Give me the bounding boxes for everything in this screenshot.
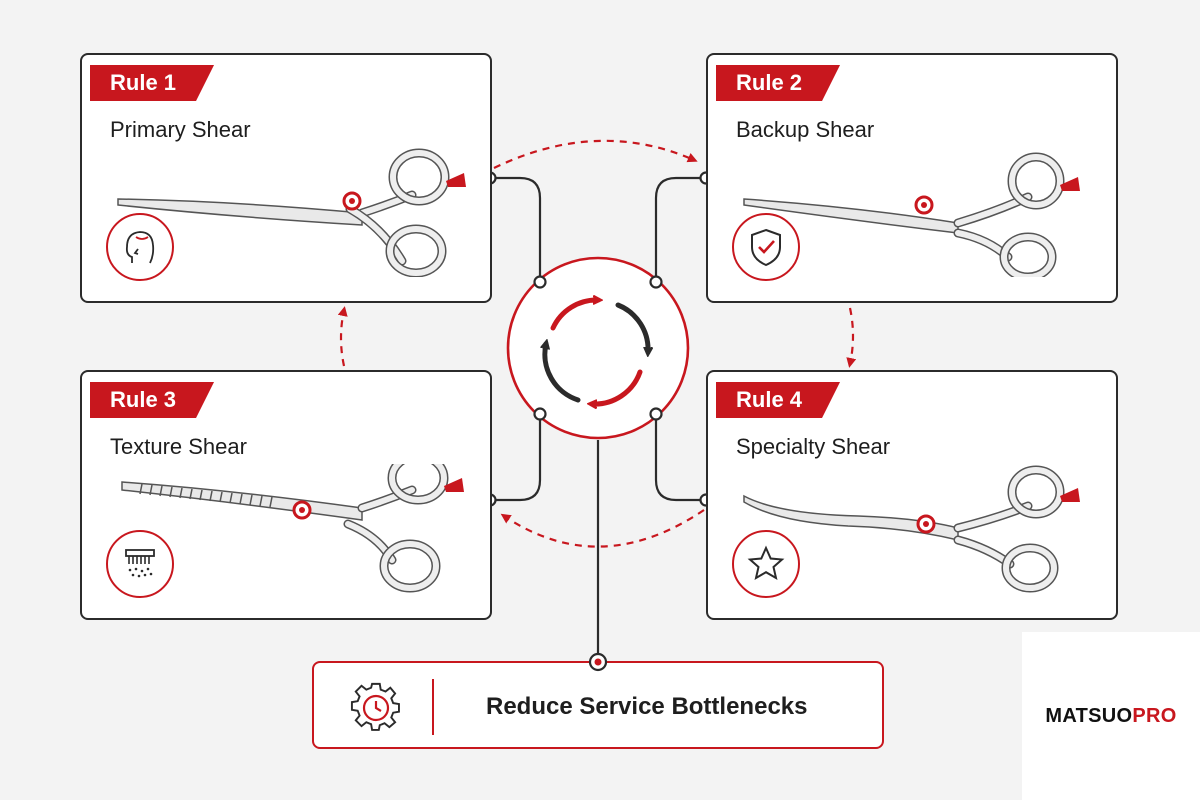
- shear-straight-icon: [117, 148, 466, 277]
- rule-card-2: Rule 2 Backup Shear: [706, 53, 1118, 303]
- rule-title: Texture Shear: [110, 434, 247, 459]
- rule-badge: Rule 2: [716, 65, 840, 101]
- outcome-box: Reduce Service Bottlenecks: [312, 661, 884, 749]
- rule-badge: Rule 3: [90, 382, 214, 418]
- rule-card-3: Rule 3 Texture Shear: [80, 370, 492, 620]
- connector-rule3: [490, 414, 542, 502]
- node-ring-br: [649, 407, 663, 421]
- rule-title: Primary Shear: [110, 117, 251, 142]
- rule-badge: Rule 1: [90, 65, 214, 101]
- rule-title: Specialty Shear: [736, 434, 891, 459]
- connector-rule2: [654, 176, 706, 282]
- shield-check-icon: [732, 213, 800, 281]
- rule-title: Backup Shear: [736, 117, 875, 142]
- node-ring-tl: [533, 275, 547, 289]
- flow-arrow-3-to-1: [337, 306, 348, 367]
- star-icon: [732, 530, 800, 598]
- flow-arrow-4-to-3: [500, 509, 705, 548]
- hair-profile-icon: [106, 213, 174, 281]
- outcome-divider: [432, 679, 434, 735]
- shear-straight-icon: [743, 152, 1080, 277]
- connector-rule4: [654, 414, 706, 502]
- connector-rule1: [490, 176, 542, 282]
- node-ring-tr: [649, 275, 663, 289]
- node-ring-bl: [533, 407, 547, 421]
- shear-thinning-icon: [121, 464, 464, 593]
- node-outcome: [588, 652, 608, 672]
- cycle-arrows-icon: [545, 300, 648, 404]
- center-ring: [506, 256, 690, 440]
- outcome-label: Reduce Service Bottlenecks: [486, 693, 808, 720]
- flow-arrow-1-to-2: [493, 139, 698, 169]
- rule-card-1: Rule 1 Primary Shear: [80, 53, 492, 303]
- brand-part2: PRO: [1132, 704, 1177, 727]
- shear-curved-icon: [743, 465, 1080, 593]
- brand-part1: MATSUO: [1045, 704, 1133, 727]
- flow-arrow-2-to-4: [846, 307, 857, 368]
- rule-card-4: Rule 4 Specialty Shear: [706, 370, 1118, 620]
- gear-clock-icon: [350, 682, 400, 731]
- rule-badge: Rule 4: [716, 382, 840, 418]
- comb-texture-icon: [106, 530, 174, 598]
